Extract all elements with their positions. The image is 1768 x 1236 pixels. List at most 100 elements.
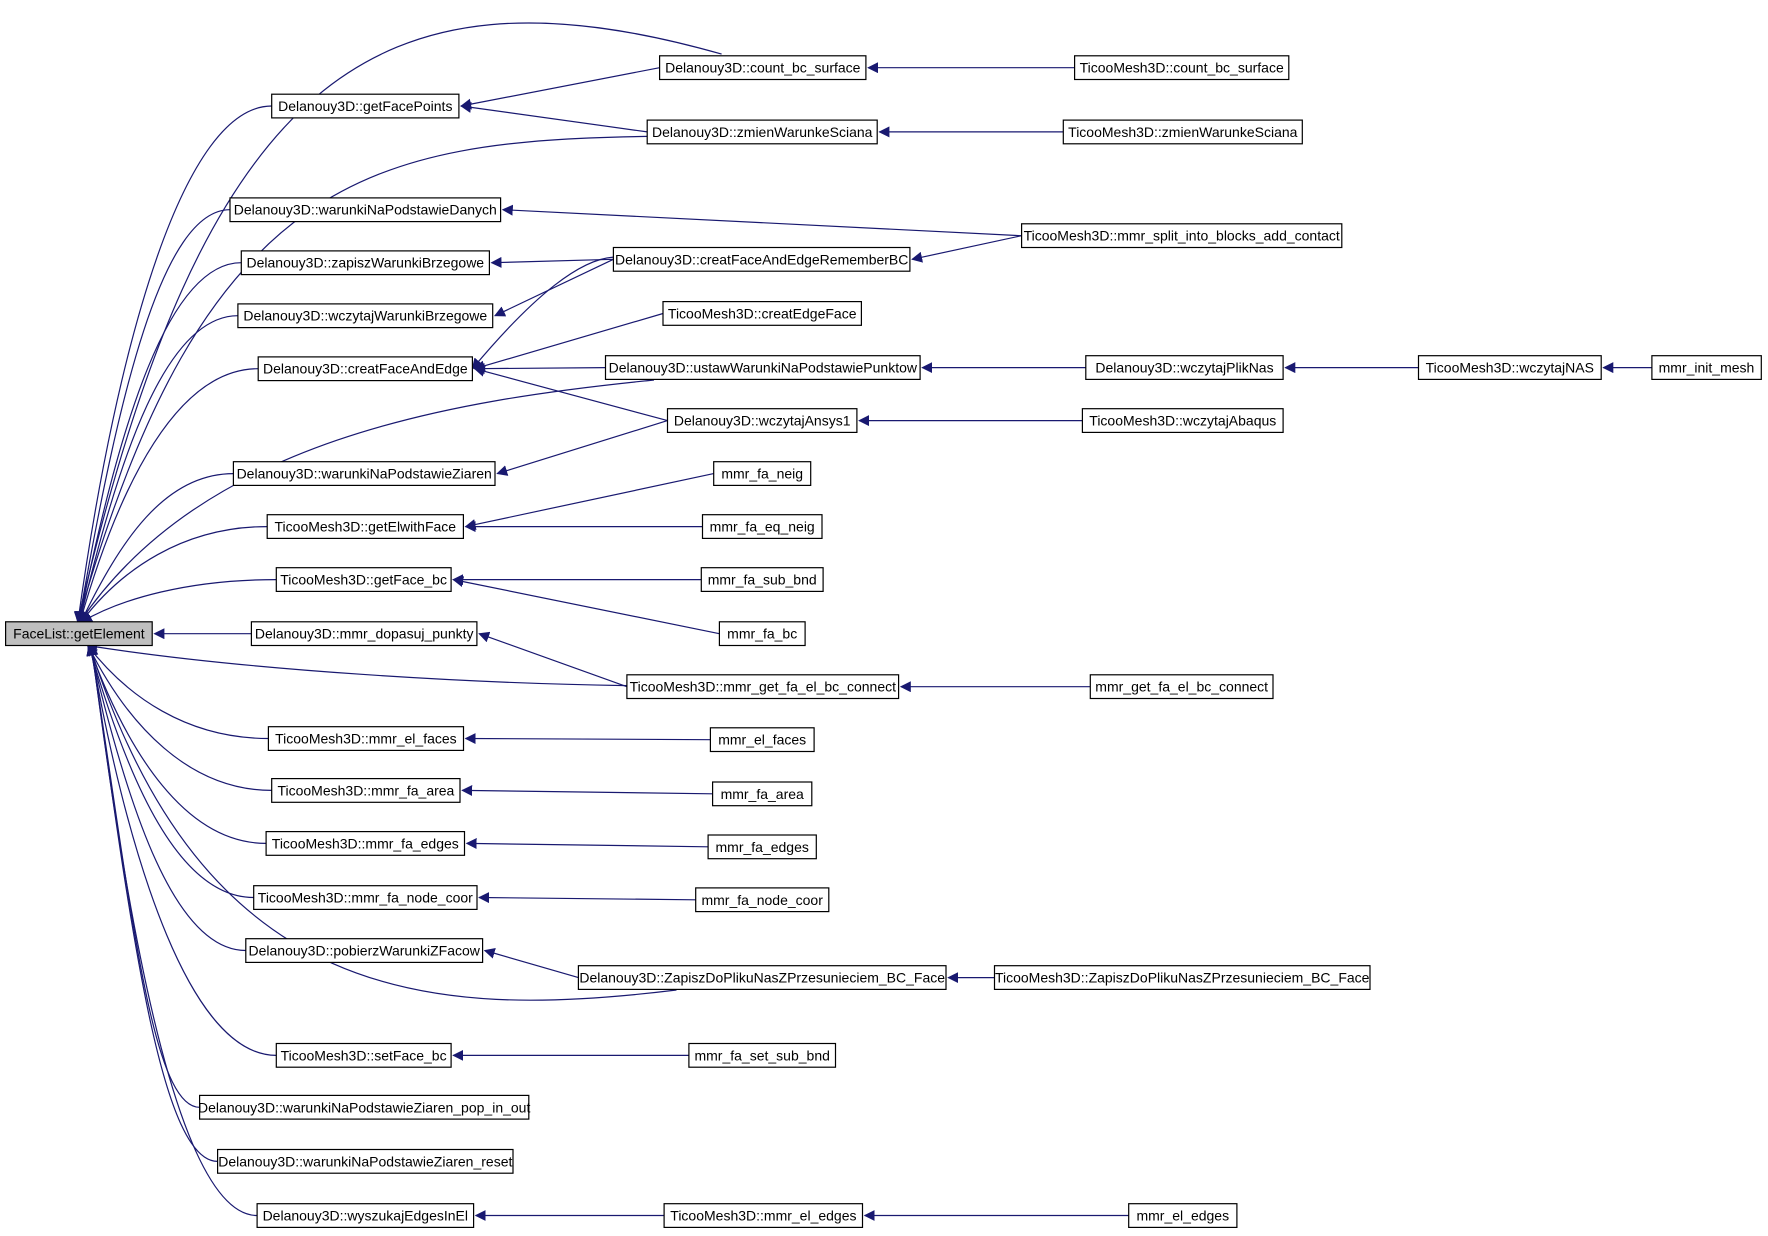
node-box[interactable] (199, 1094, 530, 1120)
node-d-zmienWarunkeSciana[interactable]: Delanouy3D::zmienWarunkeSciana (646, 119, 878, 145)
node-box[interactable] (1417, 355, 1602, 381)
node-t-wczytajAbaqus[interactable]: TicooMesh3D::wczytajAbaqus (1081, 408, 1284, 434)
node-d-mmr-dopasuj-punkty[interactable]: Delanouy3D::mmr_dopasuj_punkty (250, 621, 478, 647)
node-box[interactable] (663, 1203, 864, 1228)
node-box[interactable] (1089, 674, 1274, 700)
node-d-count-bc-surface[interactable]: Delanouy3D::count_bc_surface (658, 55, 867, 81)
node-d-warunkiNaPodstawieZiaren[interactable]: Delanouy3D::warunkiNaPodstawieZiaren (232, 461, 496, 487)
node-t-setFace-bc[interactable]: TicooMesh3D::setFace_bc (275, 1042, 452, 1068)
node-d-creatFaceAndEdgeRememberBC[interactable]: Delanouy3D::creatFaceAndEdgeRememberBC (612, 246, 911, 272)
edges (73, 22, 1652, 1221)
node-t-ZapiszDoPlikuNasZPrzesunieciem-BC-Face[interactable]: TicooMesh3D::ZapiszDoPlikuNasZPrzesuniec… (993, 965, 1371, 991)
node-box[interactable] (662, 301, 862, 326)
node-t-mmr-fa-edges[interactable]: TicooMesh3D::mmr_fa_edges (265, 830, 466, 856)
node-t-getElwithFace[interactable]: TicooMesh3D::getElwithFace (266, 514, 465, 540)
node-mmr-fa-eq-neig[interactable]: mmr_fa_eq_neig (701, 514, 823, 540)
node-box[interactable] (229, 197, 502, 223)
node-box[interactable] (265, 830, 466, 856)
node-box[interactable] (245, 938, 484, 964)
node-box[interactable] (240, 250, 491, 276)
node-mmr-get-fa-el-bc-connect[interactable]: mmr_get_fa_el_bc_connect (1089, 674, 1274, 700)
node-box[interactable] (1073, 55, 1290, 81)
node-d-wczytajWarunkiBrzegowe[interactable]: Delanouy3D::wczytajWarunkiBrzegowe (237, 303, 494, 329)
node-d-zapiszWarunkiBrzegowe[interactable]: Delanouy3D::zapiszWarunkiBrzegowe (240, 250, 491, 276)
node-mmr-fa-area[interactable]: mmr_fa_area (711, 781, 813, 807)
node-box[interactable] (711, 781, 813, 807)
node-label: TicooMesh3D::wczytajAbaqus (1089, 413, 1276, 429)
node-box[interactable] (695, 887, 830, 913)
node-box[interactable] (1081, 408, 1284, 434)
node-box[interactable] (1020, 223, 1343, 249)
node-box[interactable] (1651, 355, 1762, 381)
node-box[interactable] (257, 356, 474, 382)
node-label: Delanouy3D::wczytajWarunkiBrzegowe (243, 308, 487, 324)
node-box[interactable] (1128, 1203, 1238, 1228)
node-mmr-el-edges[interactable]: mmr_el_edges (1128, 1203, 1238, 1228)
node-box[interactable] (709, 727, 815, 753)
node-box[interactable] (612, 246, 911, 272)
node-box[interactable] (993, 965, 1371, 991)
node-t-mmr-split-into-blocks-add-contact[interactable]: TicooMesh3D::mmr_split_into_blocks_add_c… (1020, 223, 1343, 249)
node-box[interactable] (713, 461, 812, 487)
node-d-wczytajPlikNas[interactable]: Delanouy3D::wczytajPlikNas (1085, 355, 1284, 381)
node-mmr-fa-neig[interactable]: mmr_fa_neig (713, 461, 812, 487)
node-d-warunkiNaPodstawieZiaren-reset[interactable]: Delanouy3D::warunkiNaPodstawieZiaren_res… (217, 1148, 514, 1174)
node-box[interactable] (707, 834, 817, 860)
node-box[interactable] (626, 674, 900, 700)
node-t-creatEdgeFace[interactable]: TicooMesh3D::creatEdgeFace (662, 301, 862, 326)
node-d-getFacePoints[interactable]: Delanouy3D::getFacePoints (271, 93, 460, 119)
node-mmr-fa-edges[interactable]: mmr_fa_edges (707, 834, 817, 860)
node-t-wczytajNAS[interactable]: TicooMesh3D::wczytajNAS (1417, 355, 1602, 381)
node-t-count-bc-surface[interactable]: TicooMesh3D::count_bc_surface (1073, 55, 1290, 81)
node-mmr-fa-bc[interactable]: mmr_fa_bc (718, 621, 806, 647)
node-t-mmr-fa-area[interactable]: TicooMesh3D::mmr_fa_area (271, 777, 461, 803)
node-mmr-fa-node-coor[interactable]: mmr_fa_node_coor (695, 887, 830, 913)
node-d-creatFaceAndEdge[interactable]: Delanouy3D::creatFaceAndEdge (257, 356, 474, 382)
node-box[interactable] (271, 93, 460, 119)
node-mmr-init-mesh[interactable]: mmr_init_mesh (1651, 355, 1762, 381)
node-box[interactable] (232, 461, 496, 487)
node-box[interactable] (237, 303, 494, 329)
node-box[interactable] (256, 1203, 475, 1228)
node-box[interactable] (688, 1042, 837, 1068)
node-mmr-el-faces[interactable]: mmr_el_faces (709, 727, 815, 753)
node-t-mmr-el-faces[interactable]: TicooMesh3D::mmr_el_faces (267, 726, 465, 752)
node-box[interactable] (4, 621, 153, 647)
node-box[interactable] (275, 1042, 452, 1068)
node-box[interactable] (700, 567, 824, 593)
node-box[interactable] (666, 408, 858, 434)
node-t-mmr-get-fa-el-bc-connect[interactable]: TicooMesh3D::mmr_get_fa_el_bc_connect (626, 674, 900, 700)
node-mmr-fa-sub-bnd[interactable]: mmr_fa_sub_bnd (700, 567, 824, 593)
node-t-zmienWarunkeSciana[interactable]: TicooMesh3D::zmienWarunkeSciana (1062, 119, 1303, 145)
node-box[interactable] (701, 514, 823, 540)
node-box[interactable] (718, 621, 806, 647)
node-mmr-fa-set-sub-bnd[interactable]: mmr_fa_set_sub_bnd (688, 1042, 837, 1068)
node-box[interactable] (267, 726, 465, 752)
node-t-mmr-el-edges[interactable]: TicooMesh3D::mmr_el_edges (663, 1203, 864, 1228)
node-box[interactable] (266, 514, 465, 540)
node-d-wczytajAnsys1[interactable]: Delanouy3D::wczytajAnsys1 (666, 408, 858, 434)
node-box[interactable] (217, 1148, 514, 1174)
node-label: TicooMesh3D::setFace_bc (281, 1047, 447, 1063)
node-box[interactable] (250, 621, 478, 647)
node-t-mmr-fa-node-coor[interactable]: TicooMesh3D::mmr_fa_node_coor (253, 885, 478, 911)
node-box[interactable] (1085, 355, 1284, 381)
node-box[interactable] (275, 567, 452, 593)
node-box[interactable] (1062, 119, 1303, 145)
node-d-ZapiszDoPlikuNasZPrzesunieciem-BC-Face[interactable]: Delanouy3D::ZapiszDoPlikuNasZPrzesunieci… (577, 965, 947, 991)
node-box[interactable] (577, 965, 947, 991)
node-box[interactable] (271, 777, 461, 803)
node-box[interactable] (604, 355, 921, 381)
node-d-wyszukajEdgesInEl[interactable]: Delanouy3D::wyszukajEdgesInEl (256, 1203, 475, 1228)
node-box[interactable] (253, 885, 478, 911)
node-label: Delanouy3D::count_bc_surface (665, 60, 861, 76)
node-d-warunkiNaPodstawieDanych[interactable]: Delanouy3D::warunkiNaPodstawieDanych (229, 197, 502, 223)
node-box[interactable] (658, 55, 867, 81)
node-label: mmr_fa_node_coor (701, 892, 823, 908)
node-d-warunkiNaPodstawieZiaren-pop-in-out[interactable]: Delanouy3D::warunkiNaPodstawieZiaren_pop… (198, 1094, 530, 1120)
node-box[interactable] (646, 119, 878, 145)
node-root[interactable]: FaceList::getElement (4, 621, 153, 647)
node-d-ustawWarunkiNaPodstawiePunktow[interactable]: Delanouy3D::ustawWarunkiNaPodstawiePunkt… (604, 355, 921, 381)
node-d-pobierzWarunkiZFacow[interactable]: Delanouy3D::pobierzWarunkiZFacow (245, 938, 484, 964)
node-t-getFace-bc[interactable]: TicooMesh3D::getFace_bc (275, 567, 452, 593)
